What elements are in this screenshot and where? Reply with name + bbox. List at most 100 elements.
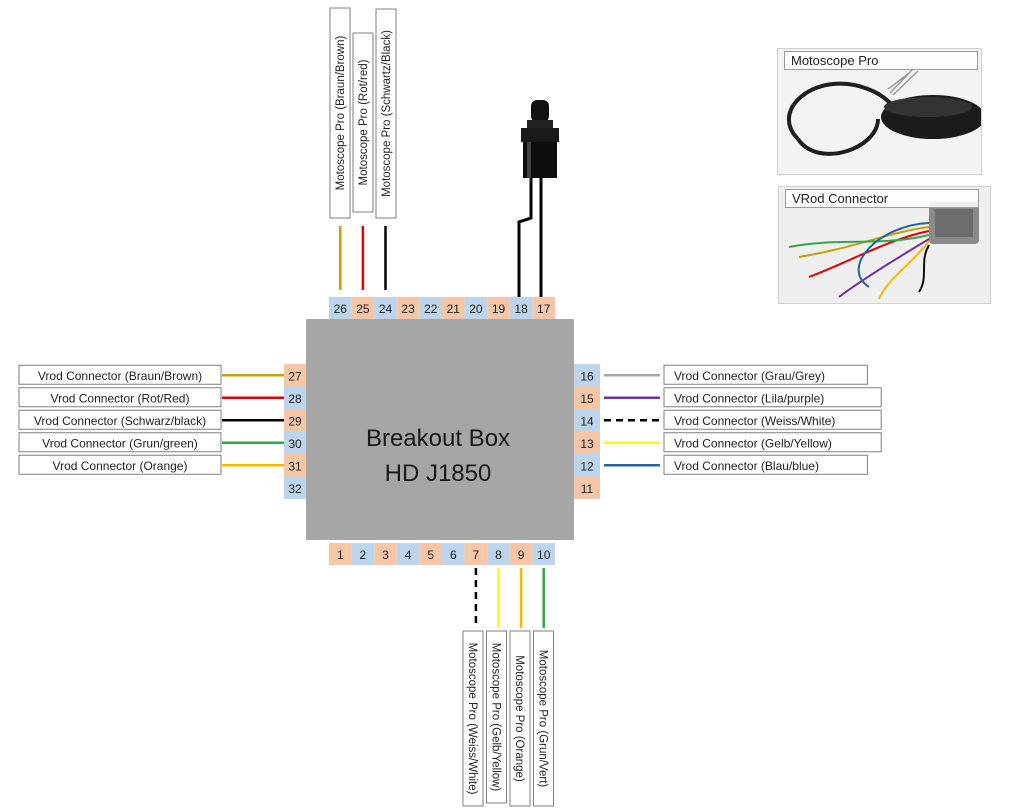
pin-number: 3 bbox=[382, 548, 389, 562]
svg-text:Vrod Connector (Braun/Brown): Vrod Connector (Braun/Brown) bbox=[38, 369, 202, 383]
pin-number: 27 bbox=[288, 369, 302, 383]
svg-text:Motoscope Pro (Braun/Brown): Motoscope Pro (Braun/Brown) bbox=[335, 35, 347, 190]
pin-number: 12 bbox=[580, 459, 594, 473]
pin-13: 13 bbox=[574, 431, 600, 454]
svg-text:Motoscope Pro (Gelb/Yellow): Motoscope Pro (Gelb/Yellow) bbox=[490, 643, 502, 792]
pin-number: 17 bbox=[537, 302, 551, 316]
pin-12: 12 bbox=[574, 454, 600, 477]
pin-number: 14 bbox=[580, 414, 594, 428]
label-pin-30: Vrod Connector (Grun/green) bbox=[18, 432, 222, 453]
pin-20: 20 bbox=[464, 297, 488, 319]
svg-text:Motoscope Pro (Schwartz/Black): Motoscope Pro (Schwartz/Black) bbox=[381, 30, 393, 197]
pin-number: 2 bbox=[360, 548, 367, 562]
pin-number: 19 bbox=[492, 302, 506, 316]
svg-text:Motoscope Pro (Weiss/White): Motoscope Pro (Weiss/White) bbox=[466, 643, 478, 795]
svg-text:Vrod Connector (Grun/green): Vrod Connector (Grun/green) bbox=[42, 436, 198, 450]
pin-25: 25 bbox=[351, 297, 375, 319]
pin-number: 28 bbox=[288, 392, 302, 406]
pin-29: 29 bbox=[284, 409, 306, 432]
pin-number: 7 bbox=[473, 548, 480, 562]
label-pin-13: Vrod Connector (Gelb/Yellow) bbox=[663, 432, 882, 453]
box-title-line2: HD J1850 bbox=[385, 460, 492, 487]
pin-27: 27 bbox=[284, 364, 306, 387]
pin-14: 14 bbox=[574, 409, 600, 432]
pin-7: 7 bbox=[464, 543, 488, 565]
pin-number: 13 bbox=[580, 437, 594, 451]
pin-16: 16 bbox=[574, 364, 600, 387]
pin-3: 3 bbox=[374, 543, 397, 565]
label-pin-10: Motoscope Pro (Grun/Vert) bbox=[533, 630, 554, 807]
pin-2: 2 bbox=[351, 543, 375, 565]
push-button-switch-icon bbox=[517, 100, 559, 299]
pin-number: 18 bbox=[514, 302, 528, 316]
pin-number: 6 bbox=[450, 548, 457, 562]
pin-number: 24 bbox=[379, 302, 393, 316]
label-pin-9: Motoscope Pro (Orange) bbox=[509, 630, 531, 807]
breakout-box bbox=[306, 319, 574, 540]
pin-number: 4 bbox=[405, 548, 412, 562]
pin-number: 10 bbox=[537, 548, 551, 562]
svg-text:Vrod Connector (Gelb/Yellow): Vrod Connector (Gelb/Yellow) bbox=[674, 436, 832, 450]
pin-number: 11 bbox=[581, 482, 594, 496]
pin-number: 23 bbox=[401, 302, 415, 316]
pin-8: 8 bbox=[487, 543, 510, 565]
pin-number: 31 bbox=[288, 459, 302, 473]
pin-9: 9 bbox=[509, 543, 533, 565]
svg-text:Vrod Connector (Schwarz/black): Vrod Connector (Schwarz/black) bbox=[34, 414, 206, 428]
pin-11: 11 bbox=[574, 476, 600, 499]
pin-number: 5 bbox=[427, 548, 434, 562]
svg-text:Vrod Connector (Orange): Vrod Connector (Orange) bbox=[53, 459, 188, 473]
pin-21: 21 bbox=[442, 297, 465, 319]
pin-number: 22 bbox=[424, 302, 438, 316]
pin-23: 23 bbox=[396, 297, 420, 319]
pin-24: 24 bbox=[374, 297, 397, 319]
label-pin-27: Vrod Connector (Braun/Brown) bbox=[18, 364, 222, 385]
pin-19: 19 bbox=[487, 297, 510, 319]
pin-number: 8 bbox=[495, 548, 502, 562]
label-pin-15: Vrod Connector (Lila/purple) bbox=[663, 387, 882, 408]
pin-number: 25 bbox=[356, 302, 370, 316]
label-pin-29: Vrod Connector (Schwarz/black) bbox=[18, 409, 222, 430]
label-pin-31: Vrod Connector (Orange) bbox=[18, 454, 222, 475]
pin-number: 32 bbox=[288, 482, 302, 496]
pin-22: 22 bbox=[419, 297, 442, 319]
motoscope-pro-caption: Motoscope Pro bbox=[784, 51, 978, 70]
label-pin-14: Vrod Connector (Weiss/White) bbox=[663, 409, 882, 430]
pin-10: 10 bbox=[532, 543, 555, 565]
pin-number: 20 bbox=[469, 302, 483, 316]
motoscope-pro-photo: Motoscope Pro bbox=[777, 48, 982, 175]
pin-number: 15 bbox=[580, 392, 594, 406]
svg-text:Vrod Connector (Blau/blue): Vrod Connector (Blau/blue) bbox=[674, 459, 819, 473]
label-pin-26: Motoscope Pro (Braun/Brown) bbox=[329, 7, 351, 219]
box-title-line1: Breakout Box bbox=[366, 425, 510, 452]
vrod-connector-caption: VRod Connector bbox=[785, 189, 979, 208]
vrod-connector-photo: VRod Connector bbox=[778, 186, 991, 304]
pin-5: 5 bbox=[419, 543, 442, 565]
pin-17: 17 bbox=[532, 297, 555, 319]
label-pin-25: Motoscope Pro (Rot/red) bbox=[352, 32, 374, 213]
pin-18: 18 bbox=[509, 297, 533, 319]
pin-28: 28 bbox=[284, 386, 306, 409]
label-pin-8: Motoscope Pro (Gelb/Yellow) bbox=[486, 630, 507, 804]
pin-15: 15 bbox=[574, 386, 600, 409]
pin-26: 26 bbox=[329, 297, 352, 319]
pin-number: 9 bbox=[518, 548, 525, 562]
svg-text:Vrod Connector (Weiss/White): Vrod Connector (Weiss/White) bbox=[674, 414, 835, 428]
label-pin-28: Vrod Connector (Rot/Red) bbox=[18, 387, 222, 408]
pin-number: 21 bbox=[447, 302, 461, 316]
pin-number: 29 bbox=[288, 414, 302, 428]
pin-number: 30 bbox=[288, 437, 302, 451]
svg-text:Vrod Connector (Lila/purple): Vrod Connector (Lila/purple) bbox=[674, 391, 824, 405]
svg-text:Motoscope Pro (Orange): Motoscope Pro (Orange) bbox=[513, 655, 525, 782]
svg-text:Motoscope Pro (Grun/Vert): Motoscope Pro (Grun/Vert) bbox=[537, 650, 549, 788]
label-pin-16: Vrod Connector (Grau/Grey) bbox=[663, 364, 868, 385]
pin-4: 4 bbox=[396, 543, 420, 565]
pin-number: 1 bbox=[337, 548, 344, 562]
label-pin-12: Vrod Connector (Blau/blue) bbox=[663, 454, 868, 475]
pin-30: 30 bbox=[284, 431, 306, 454]
pin-1: 1 bbox=[329, 543, 352, 565]
pin-32: 32 bbox=[284, 476, 306, 499]
label-pin-24: Motoscope Pro (Schwartz/Black) bbox=[375, 8, 397, 219]
pin-number: 26 bbox=[334, 302, 348, 316]
pin-31: 31 bbox=[284, 454, 306, 477]
